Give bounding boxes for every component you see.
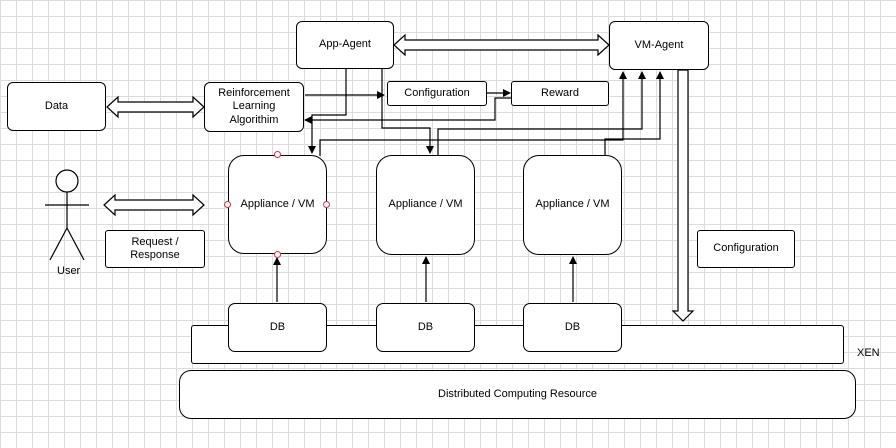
app-agent-vm1-arrow xyxy=(308,69,347,154)
selection-handle-bottom[interactable] xyxy=(274,251,281,258)
appliance-vm-1[interactable]: Appliance / VM xyxy=(228,155,327,254)
db-1[interactable]: DB xyxy=(228,303,327,352)
db-2[interactable]: DB xyxy=(376,303,475,352)
reinforcement-learning-box[interactable]: Reinforcement Learning Algorithim xyxy=(204,82,304,132)
request-response-box[interactable]: Request / Response xyxy=(105,230,205,268)
data-box[interactable]: Data xyxy=(7,82,106,131)
reward-rl-arrow xyxy=(304,97,511,124)
data-rl-double-arrow xyxy=(106,95,205,119)
appliance-vm-3[interactable]: Appliance / VM xyxy=(523,155,622,255)
db-3[interactable]: DB xyxy=(523,303,622,352)
appliance-vm-2[interactable]: Appliance / VM xyxy=(376,155,475,255)
user-vm-double-arrow xyxy=(103,193,205,217)
distributed-computing-resource[interactable]: Distributed Computing Resource xyxy=(179,370,856,419)
vm1-vm-agent-arrow xyxy=(319,71,627,156)
selection-handle-top[interactable] xyxy=(274,151,281,158)
vm3-vm-agent-arrow xyxy=(604,71,664,156)
configuration-box-top[interactable]: Configuration xyxy=(387,81,487,106)
user-label: User xyxy=(57,265,81,277)
configuration-box-right[interactable]: Configuration xyxy=(697,230,795,268)
selection-handle-left[interactable] xyxy=(224,201,231,208)
vm-agent-box[interactable]: VM-Agent xyxy=(609,21,709,70)
vm2-vm-agent-arrow xyxy=(437,71,646,156)
app-vm-agent-double-arrow xyxy=(393,33,610,57)
user-figure xyxy=(45,169,89,261)
vm-agent-xen-arrow xyxy=(671,69,695,322)
selection-handle-right[interactable] xyxy=(323,201,330,208)
xen-label: XEN xyxy=(857,347,880,359)
app-agent-box[interactable]: App-Agent xyxy=(296,21,394,69)
reward-box[interactable]: Reward xyxy=(511,81,609,106)
